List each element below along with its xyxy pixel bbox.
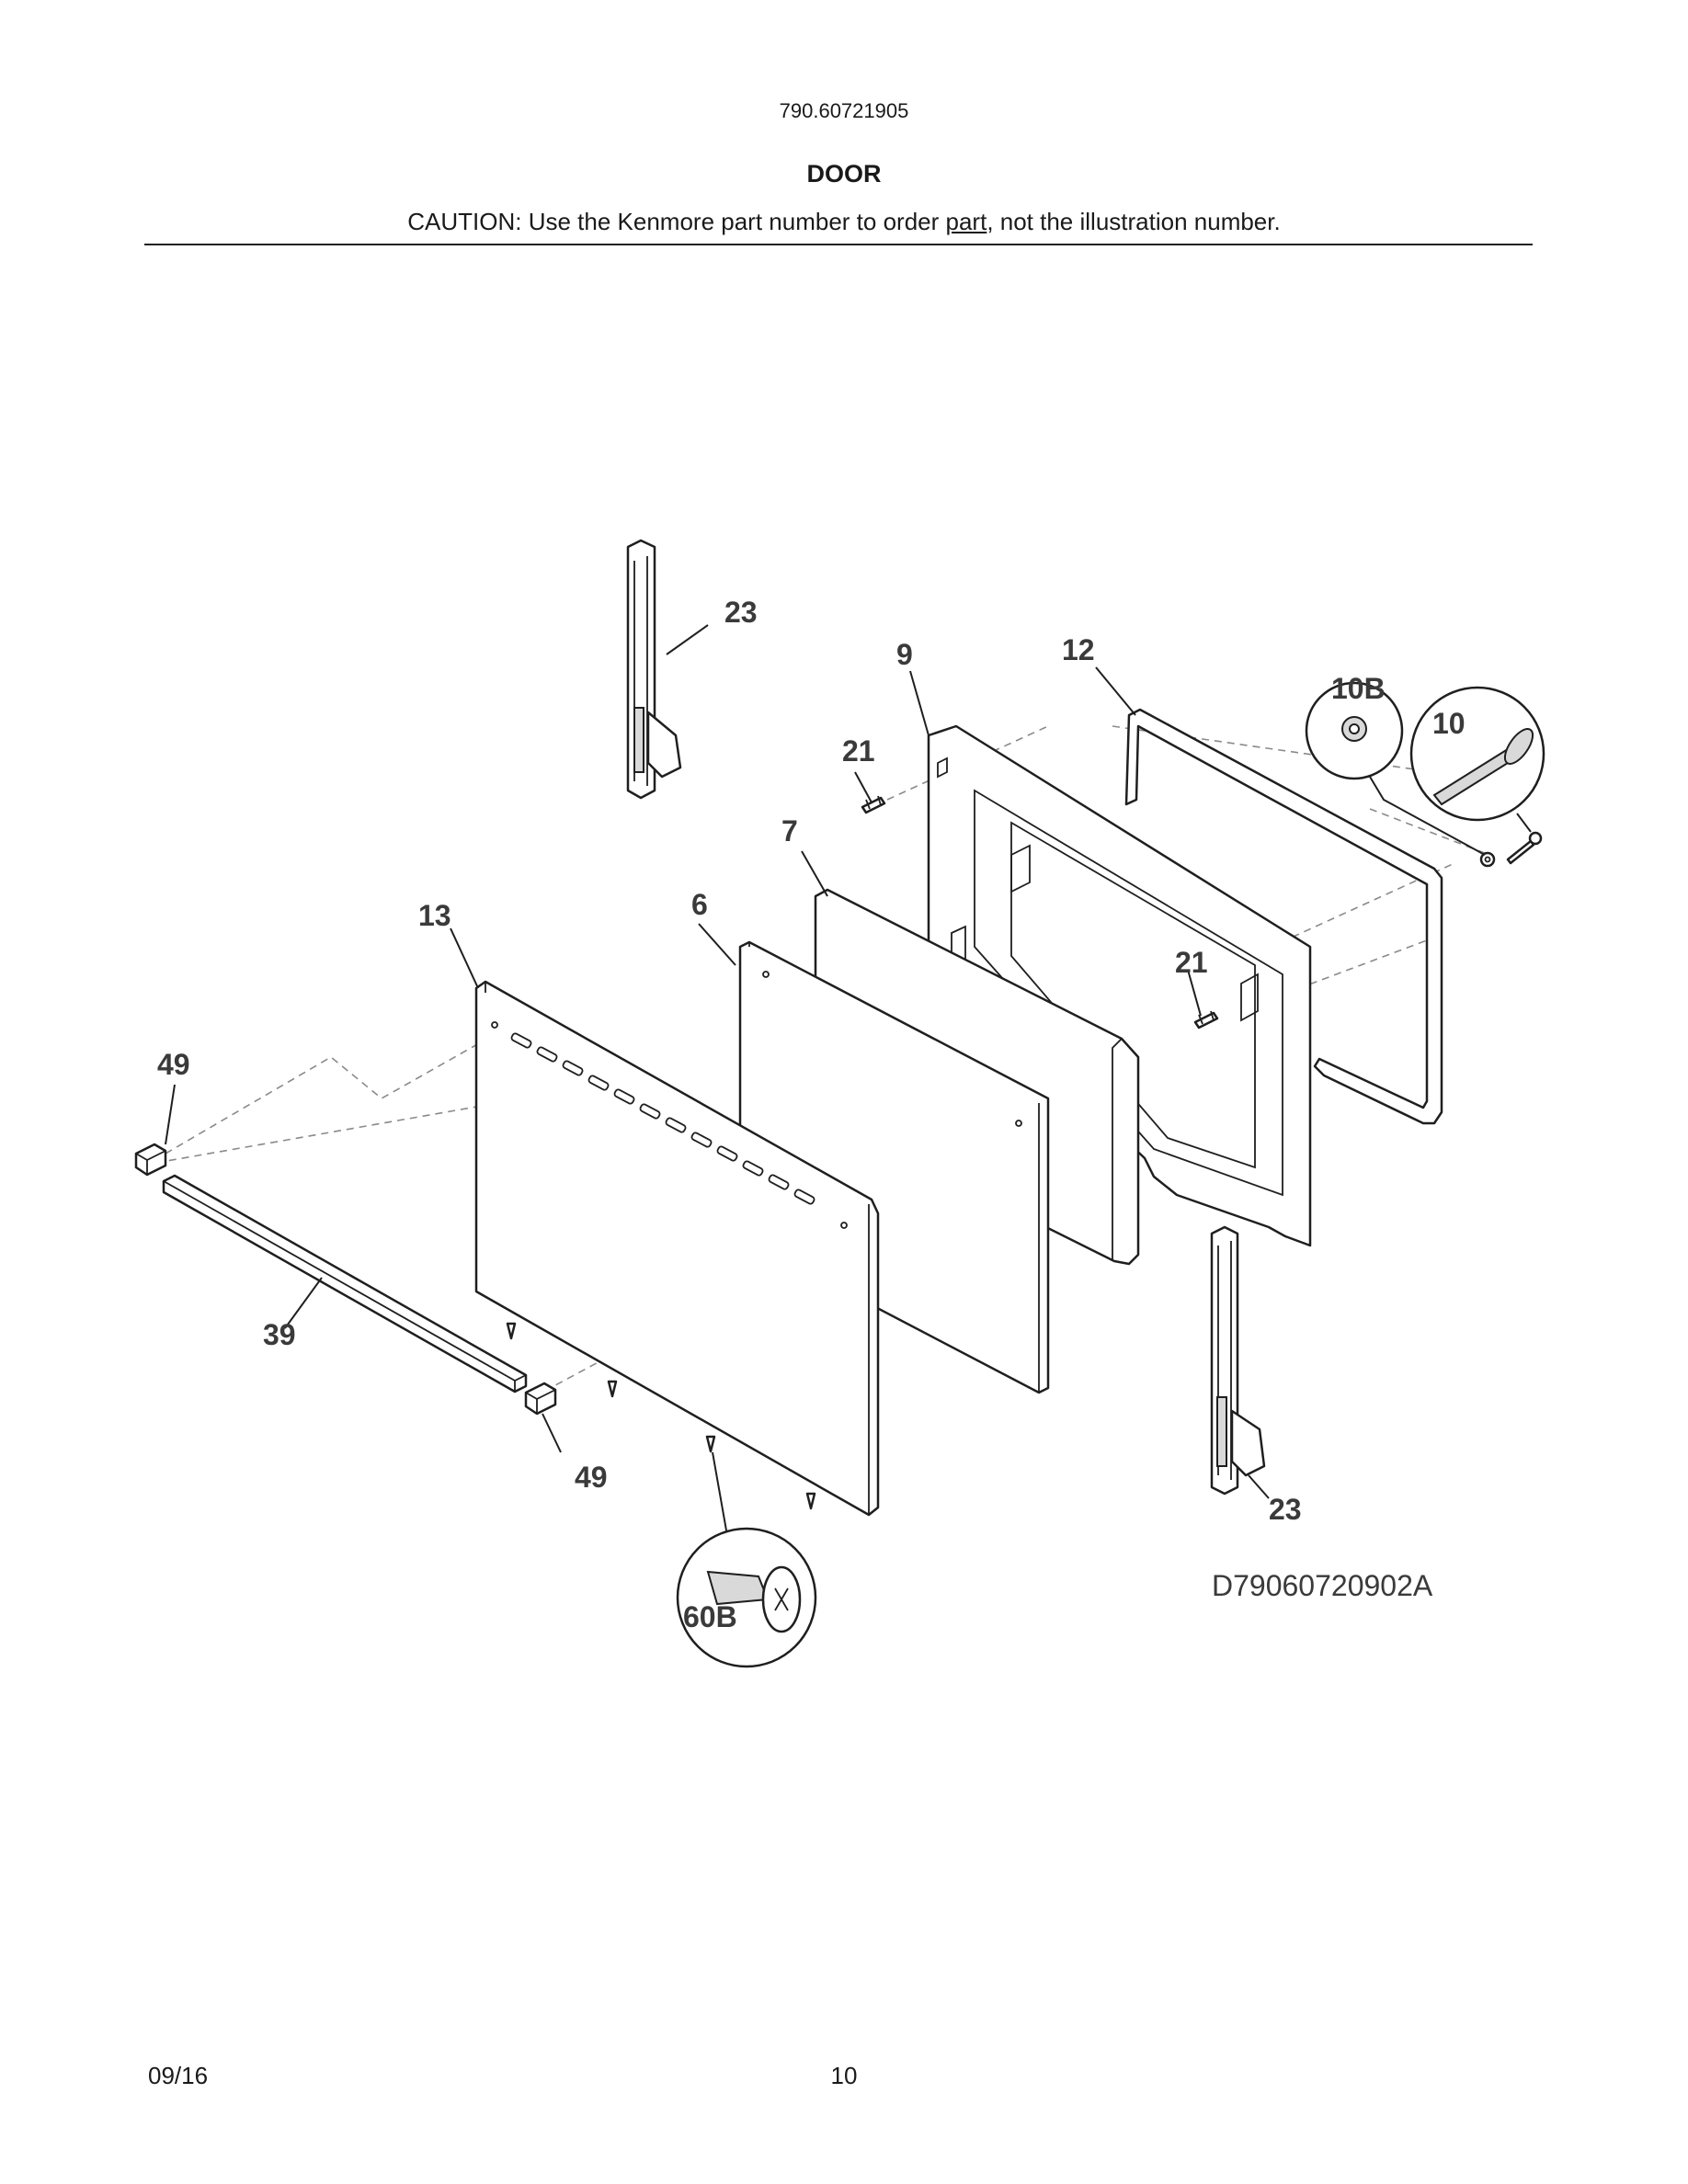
bolt-small xyxy=(1506,831,1543,865)
footer-page-number: 10 xyxy=(830,2062,858,2089)
callout-end-cap-left: 49 xyxy=(157,1048,190,1081)
detail-circle-screw xyxy=(676,1527,817,1668)
door-gasket xyxy=(1124,708,1443,1125)
outer-door-panel xyxy=(474,980,880,1517)
leader-lines xyxy=(165,624,1270,1531)
header-rule xyxy=(144,244,1533,245)
detail-circle-bolt xyxy=(1409,686,1545,833)
top-hinge xyxy=(626,539,682,800)
callout-trim-strip: 39 xyxy=(263,1318,296,1351)
callout-hinge-top: 23 xyxy=(724,596,758,629)
callout-glass: 6 xyxy=(691,888,708,921)
caution-note: CAUTION: Use the Kenmore part number to … xyxy=(0,208,1688,236)
callout-clip-top: 21 xyxy=(842,734,875,768)
drawing-number: D79060720902A xyxy=(1212,1569,1433,1602)
caution-prefix: CAUTION: Use the Kenmore part number to … xyxy=(407,208,946,235)
bottom-hinge xyxy=(1210,1225,1266,1496)
callout-bolt: 10 xyxy=(1432,707,1466,740)
callout-inner-door: 9 xyxy=(896,638,913,671)
callout-labels: 23 9 12 10B 10 21 7 6 13 21 49 39 49 23 … xyxy=(157,596,1466,1633)
callout-outer-panel: 13 xyxy=(418,899,451,932)
callout-end-cap-right: 49 xyxy=(575,1461,608,1494)
caution-link: part xyxy=(945,208,987,235)
detail-circle-washer xyxy=(1305,681,1486,856)
callout-gasket: 12 xyxy=(1062,633,1095,666)
clip-middle xyxy=(1193,1010,1219,1029)
vent-slots xyxy=(510,1032,815,1205)
callout-clip-middle: 21 xyxy=(1175,946,1208,979)
footer-date: 09/16 xyxy=(148,2062,209,2089)
washer-small xyxy=(1479,851,1496,868)
end-cap-left xyxy=(134,1143,167,1177)
callout-hinge-bottom: 23 xyxy=(1269,1493,1302,1526)
callout-screw: 60B xyxy=(683,1600,737,1633)
small-screws xyxy=(506,1322,816,1510)
model-number: 790.60721905 xyxy=(779,99,909,122)
section-title: DOOR xyxy=(806,160,882,188)
trim-strip xyxy=(162,1174,528,1393)
callout-washer: 10B xyxy=(1331,672,1386,705)
caution-suffix: , not the illustration number. xyxy=(987,208,1281,235)
end-cap-right xyxy=(524,1382,557,1416)
callout-insulation: 7 xyxy=(781,814,798,847)
clip-top xyxy=(861,795,886,814)
